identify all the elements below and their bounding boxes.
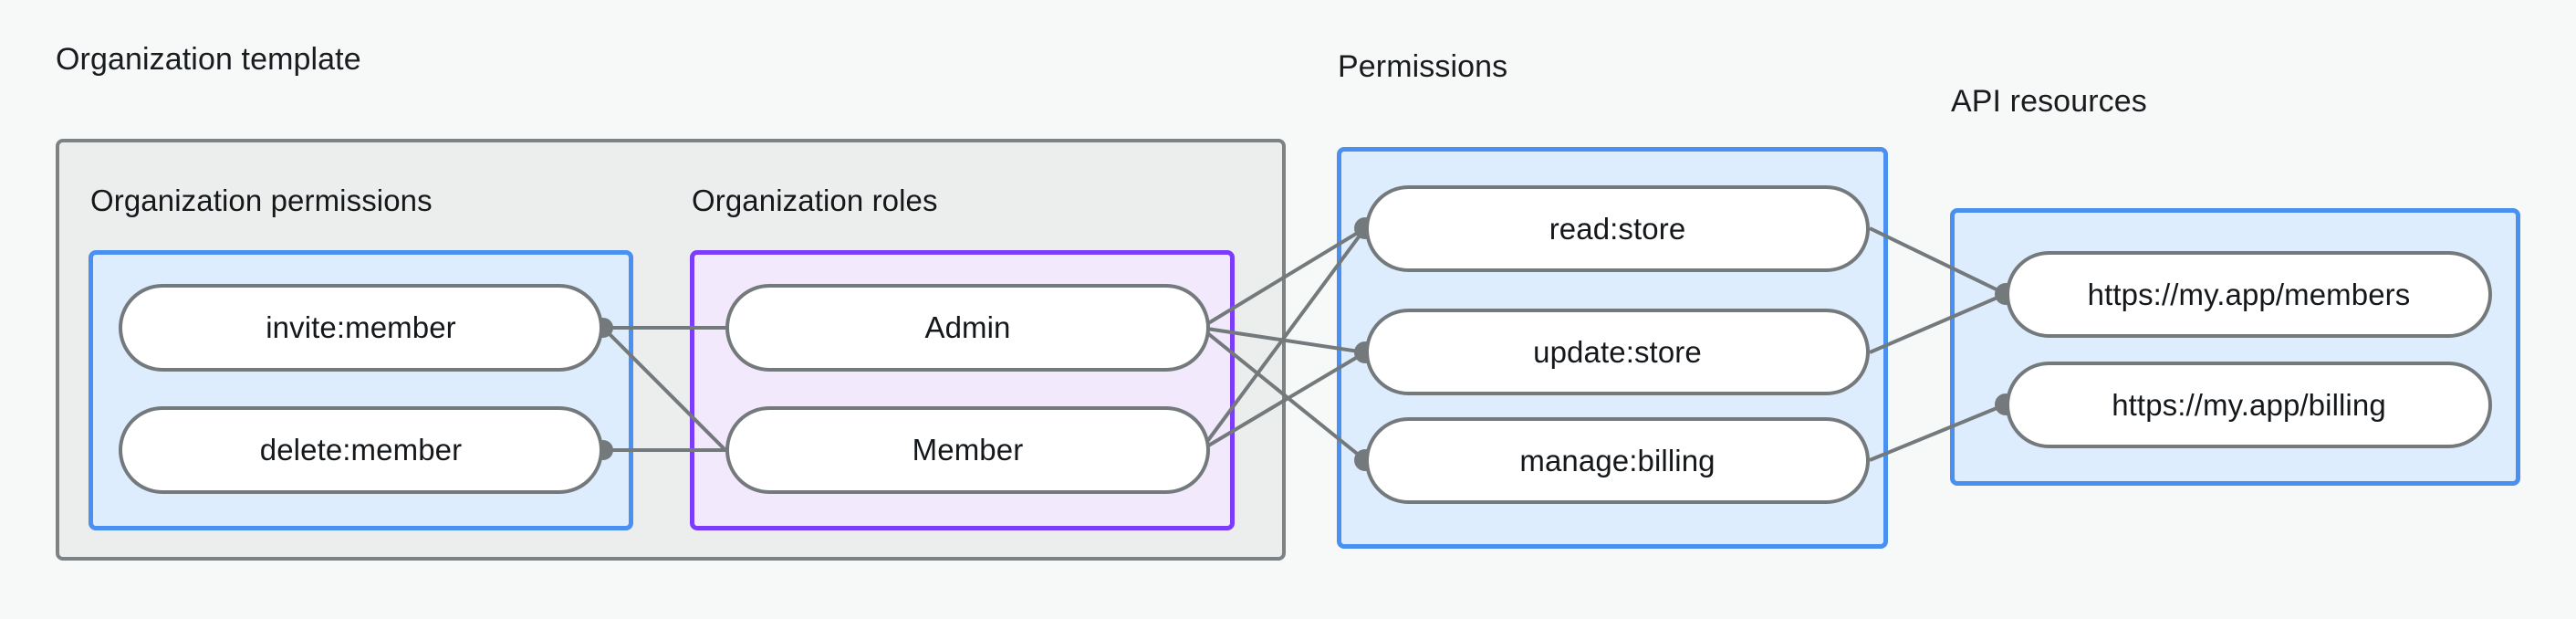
node-manage-billing[interactable]: manage:billing: [1365, 417, 1870, 504]
group-label-organization-template: Organization template: [56, 42, 361, 77]
node-label: delete:member: [259, 433, 463, 467]
node-label: read:store: [1549, 211, 1686, 246]
node-billing-url[interactable]: https://my.app/billing: [2006, 362, 2492, 448]
node-members-url[interactable]: https://my.app/members: [2006, 251, 2492, 338]
node-read-store[interactable]: read:store: [1365, 185, 1870, 272]
node-admin[interactable]: Admin: [725, 284, 1210, 372]
node-label: https://my.app/members: [2087, 277, 2411, 311]
node-label: manage:billing: [1519, 443, 1716, 477]
group-label-api-resources: API resources: [1951, 84, 2147, 119]
node-label: Admin: [924, 310, 1011, 344]
node-label: update:store: [1533, 334, 1702, 369]
node-invite-member[interactable]: invite:member: [119, 284, 603, 372]
node-update-store[interactable]: update:store: [1365, 309, 1870, 395]
node-member[interactable]: Member: [725, 406, 1210, 494]
node-label: Member: [912, 433, 1024, 467]
group-label-organization-permissions: Organization permissions: [90, 184, 433, 217]
node-label: https://my.app/billing: [2112, 387, 2386, 422]
node-delete-member[interactable]: delete:member: [119, 406, 603, 494]
group-label-organization-roles: Organization roles: [692, 184, 938, 217]
node-label: invite:member: [266, 310, 456, 344]
group-label-permissions: Permissions: [1338, 49, 1508, 84]
